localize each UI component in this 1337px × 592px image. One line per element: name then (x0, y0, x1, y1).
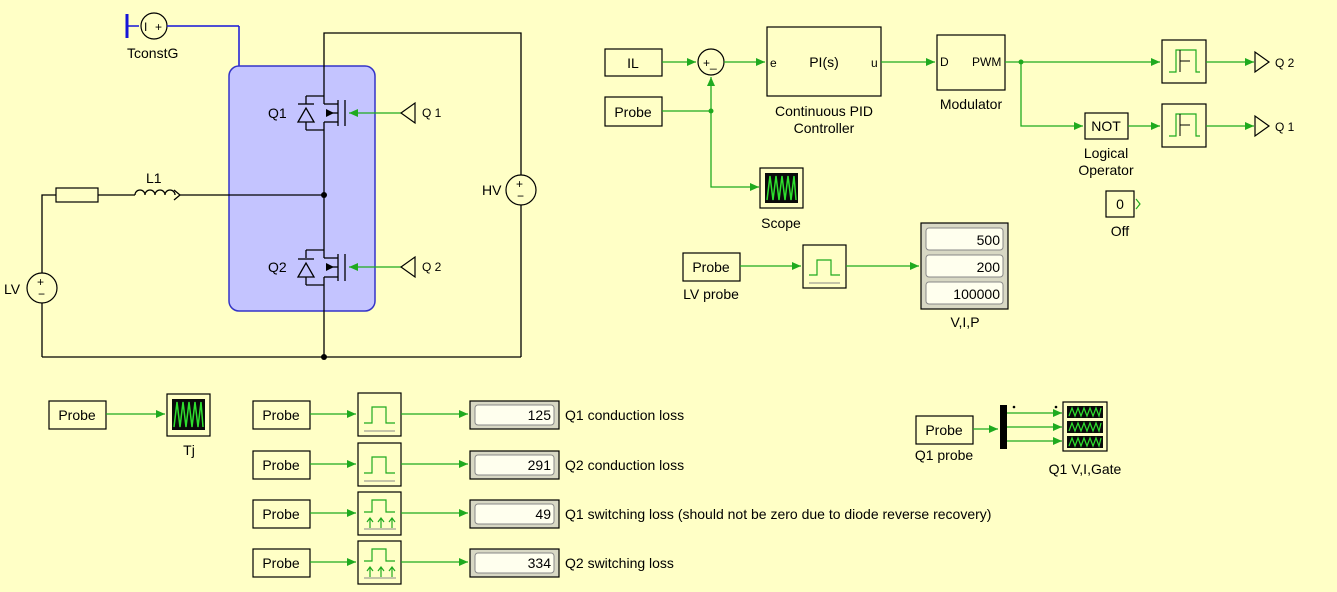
pulse-block-q2[interactable] (1161, 39, 1207, 84)
loss-probe-label-1: Probe (262, 407, 300, 423)
not-gate-block[interactable] (1084, 112, 1129, 140)
q1-output-tag[interactable] (1254, 114, 1271, 138)
pid-caption-2: Controller (794, 120, 855, 136)
q1-probe-caption: Q1 probe (915, 447, 974, 463)
lv-voltage-source[interactable]: + − (26, 272, 58, 304)
loss-probe-block-1[interactable] (252, 400, 311, 430)
control-section: IL +_ Probe Scope PI(s) e u Continuous P… (604, 26, 1295, 330)
mosfet-q2[interactable] (296, 249, 346, 286)
q2-gate-input[interactable] (399, 255, 416, 279)
q1-gate-label: Q 1 (422, 106, 442, 120)
demux-bar[interactable] (1000, 405, 1007, 449)
q1-label: Q1 (268, 105, 287, 121)
out-q2-label: Q 2 (1275, 56, 1295, 70)
heatsink-region[interactable] (228, 65, 376, 312)
pid-caption-1: Continuous PID (775, 103, 873, 119)
loss-value-1: 125 (528, 407, 552, 423)
modulator-caption: Modulator (940, 96, 1003, 112)
pid-controller-block[interactable] (766, 26, 882, 97)
inductor-label: L1 (146, 170, 162, 186)
loss-avg-block-2[interactable] (357, 442, 402, 487)
probe-feedback-label: Probe (614, 104, 652, 120)
not-label: NOT (1091, 118, 1121, 134)
loss-probe-block-2[interactable] (252, 450, 311, 480)
logic-caption-2: Operator (1078, 162, 1134, 178)
loss-value-3: 49 (535, 506, 551, 522)
tconst-label: TconstG (127, 45, 178, 61)
q1-scope-label: Q1 V,I,Gate (1049, 461, 1122, 477)
svg-text:+: + (516, 177, 523, 191)
svg-text:+: + (155, 20, 162, 34)
mod-in-label: D (940, 55, 949, 69)
out-q1-label: Q 1 (1275, 120, 1295, 134)
vip-value-1: 500 (977, 232, 1001, 248)
il-label: IL (627, 55, 639, 71)
resistor[interactable] (55, 187, 99, 203)
loss-value-4: 334 (528, 555, 552, 571)
mosfet-q1[interactable] (296, 95, 346, 131)
inductor-l1[interactable] (134, 189, 182, 201)
hv-label: HV (482, 182, 502, 198)
loss-label-4: Q2 switching loss (565, 555, 674, 571)
lv-probe-caption: LV probe (683, 286, 739, 302)
loss-row-3: Probe 49 Q1 switching loss (should not b… (252, 491, 991, 536)
svg-text:+: + (37, 275, 44, 289)
q2-output-tag[interactable] (1254, 50, 1271, 74)
probe-feedback-block[interactable] (604, 96, 663, 127)
vip-value-3: 100000 (953, 286, 1000, 302)
svg-text:I: I (144, 20, 147, 34)
loss-row-1: Probe 125 Q1 conduction loss (252, 392, 684, 437)
q1-probe-block[interactable] (915, 415, 974, 445)
loss-row-4: Probe 334 Q2 switching loss (252, 540, 674, 585)
const-value: 0 (1116, 196, 1124, 212)
loss-probe-label-2: Probe (262, 457, 300, 473)
svg-text:−: − (38, 287, 45, 301)
loss-probe-label-4: Probe (262, 555, 300, 571)
vip-label: V,I,P (950, 314, 979, 330)
pulse-block-q1[interactable] (1161, 103, 1207, 148)
lv-label: LV (4, 281, 21, 297)
pi-out-label: u (871, 56, 878, 70)
vip-value-2: 200 (977, 259, 1001, 275)
mod-out-label: PWM (972, 55, 1001, 69)
loss-label-3: Q1 switching loss (should not be zero du… (565, 506, 991, 522)
pi-in-label: e (770, 56, 777, 70)
loss-avg-block-3[interactable] (357, 491, 402, 536)
q1-gate-input[interactable] (399, 101, 416, 125)
q2-gate-label: Q 2 (422, 260, 442, 274)
q1-multi-scope[interactable] (1062, 401, 1108, 452)
loss-probe-label-3: Probe (262, 506, 300, 522)
loss-section: Probe Tj Probe 125 Q1 conduction loss Pr… (48, 392, 1122, 585)
hv-voltage-source[interactable]: + − (505, 174, 537, 206)
scope-label: Scope (761, 215, 801, 231)
off-label: Off (1111, 223, 1130, 239)
tj-probe-block[interactable] (48, 400, 107, 430)
loss-label-2: Q2 conduction loss (565, 457, 684, 473)
pi-label: PI(s) (809, 54, 839, 70)
lv-probe-label: Probe (692, 259, 730, 275)
loss-probe-block-3[interactable] (252, 499, 311, 529)
svg-text:−: − (517, 189, 524, 203)
tj-label: Tj (183, 442, 195, 458)
logic-caption-1: Logical (1084, 145, 1128, 161)
lv-top-wire (41, 194, 56, 273)
lv-probe-block[interactable] (682, 252, 741, 282)
loss-label-1: Q1 conduction loss (565, 407, 684, 423)
hv-top-wire (323, 32, 522, 175)
loss-row-2: Probe 291 Q2 conduction loss (252, 442, 684, 487)
loss-probe-block-4[interactable] (252, 548, 311, 578)
q2-label: Q2 (268, 259, 287, 275)
q1-probe-label: Probe (925, 422, 963, 438)
const-zero-block[interactable] (1105, 190, 1135, 218)
tj-probe-label: Probe (58, 407, 96, 423)
power-stage: I + TconstG L1 + − LV (4, 12, 537, 360)
lv-averaging-block[interactable] (802, 244, 847, 289)
sum-sign: +_ (703, 56, 717, 70)
loss-value-2: 291 (528, 457, 552, 473)
tconst-thermal-source[interactable]: I + (125, 12, 240, 68)
loss-avg-block-1[interactable] (357, 392, 402, 437)
